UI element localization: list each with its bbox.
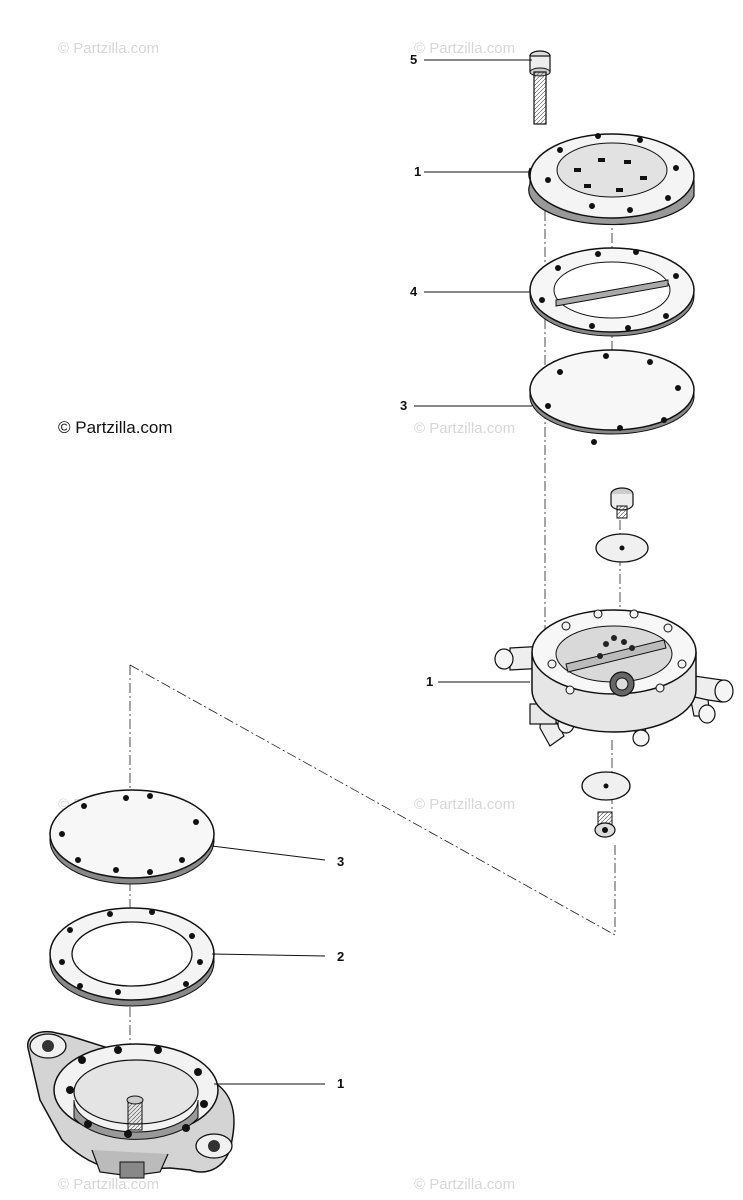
top-diaphragm-part xyxy=(529,349,695,445)
watermark: © Partzilla.com xyxy=(414,40,516,57)
watermark: © Partzilla.com xyxy=(58,40,160,57)
watermark: © Partzilla.com xyxy=(58,1176,160,1193)
watermark: © Partzilla.com xyxy=(414,796,516,813)
callout-top-diaphragm: 3 xyxy=(400,398,408,413)
top-cover-part xyxy=(528,133,695,226)
valve-bottom-part xyxy=(581,771,631,838)
lower-base-part xyxy=(27,1030,235,1179)
lower-gasket-part xyxy=(49,907,215,1007)
lower-diaphragm-part xyxy=(49,789,215,885)
callout-bolt: 5 xyxy=(410,52,418,67)
leader-lines xyxy=(211,59,532,1085)
copyright-notice: © Partzilla.com xyxy=(58,418,173,437)
valve-top-part xyxy=(595,487,649,563)
watermark: © Partzilla.com xyxy=(414,420,516,437)
callout-top-gasket: 4 xyxy=(410,284,418,299)
callout-pump-body: 1 xyxy=(426,674,434,689)
callout-top-cover: 1 xyxy=(414,164,422,179)
bolt-part xyxy=(529,50,551,125)
callout-lower-gasket: 2 xyxy=(337,949,345,964)
watermark: © Partzilla.com xyxy=(414,1176,516,1193)
callout-lower-base: 1 xyxy=(337,1076,345,1091)
top-gasket-part xyxy=(529,247,695,337)
pump-body-part xyxy=(494,609,734,747)
callout-lower-diaphragm: 3 xyxy=(337,854,345,869)
